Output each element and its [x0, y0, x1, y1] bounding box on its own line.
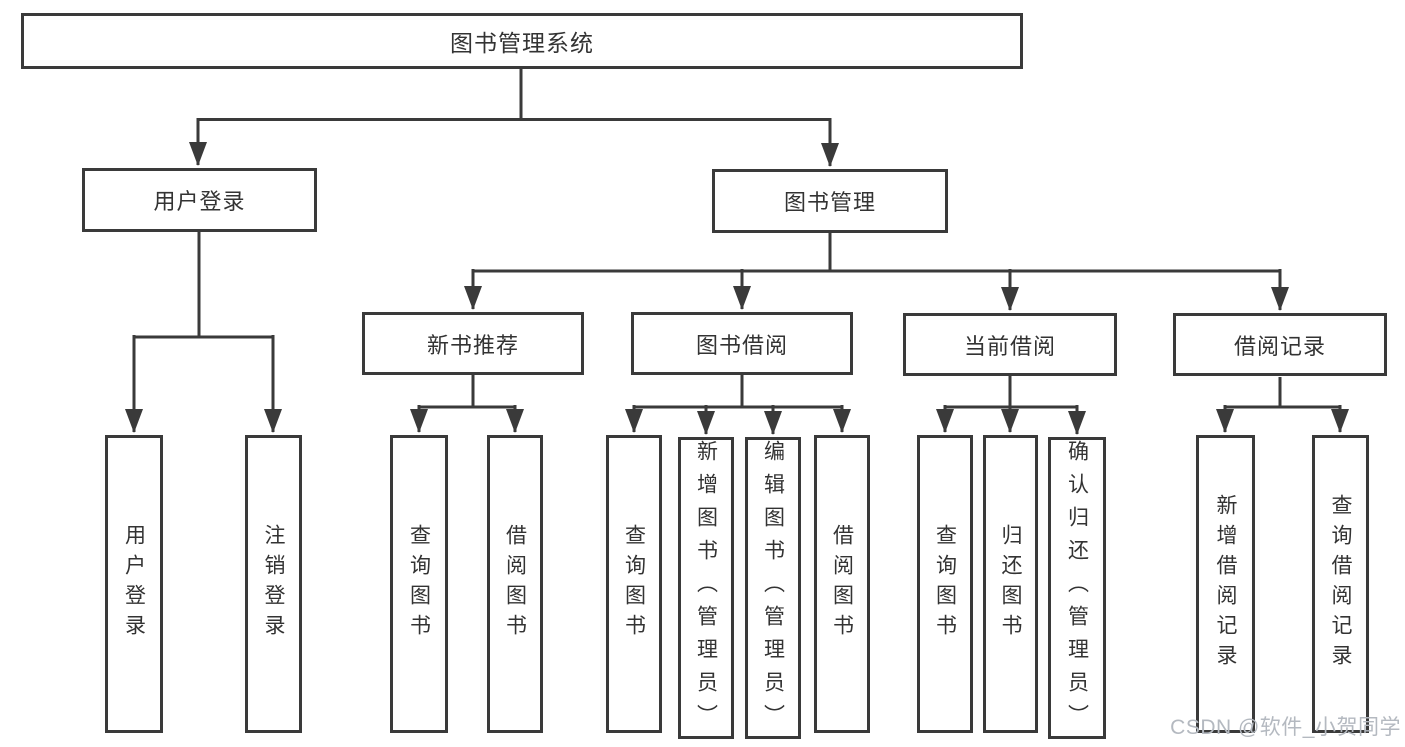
- node-book-management: 图书管理: [712, 169, 948, 233]
- leaf-label: 注销登录: [262, 524, 285, 644]
- node-library-system: 图书管理系统: [21, 13, 1023, 69]
- leaf-return-books: 归还图书: [983, 435, 1038, 733]
- node-label: 用户登录: [153, 189, 246, 214]
- leaf-label: 查询图书: [933, 524, 957, 644]
- leaf-label: 查询图书: [407, 524, 431, 644]
- node-label: 图书管理: [783, 190, 876, 215]
- node-label: 借阅记录: [1233, 333, 1326, 359]
- leaf-borrow-books: 借阅图书: [814, 435, 870, 733]
- leaf-confirm-return-admin: 确认归还（管理员）: [1048, 437, 1106, 739]
- leaf-label: 确认归还（管理员）: [1065, 440, 1089, 737]
- leaf-borrow-books: 借阅图书: [487, 435, 543, 733]
- csdn-watermark: CSDN @软件_小贺同学: [1170, 716, 1401, 739]
- leaf-edit-books-admin: 编辑图书（管理员）: [745, 437, 801, 739]
- leaf-add-books-admin: 新增图书（管理员）: [678, 437, 734, 739]
- leaf-label: 归还图书: [999, 524, 1022, 644]
- leaf-label: 新增图书（管理员）: [694, 440, 718, 737]
- leaf-label: 借阅图书: [830, 524, 854, 644]
- leaf-query-books: 查询图书: [606, 435, 662, 733]
- leaf-logout: 注销登录: [245, 435, 302, 733]
- node-borrow-records: 借阅记录: [1173, 313, 1387, 376]
- leaf-query-books: 查询图书: [917, 435, 973, 733]
- leaf-user-login: 用户登录: [105, 435, 163, 733]
- leaf-label: 编辑图书（管理员）: [761, 440, 785, 737]
- node-label: 新书推荐: [426, 332, 519, 358]
- leaf-query-books: 查询图书: [390, 435, 448, 733]
- node-new-book-recommend: 新书推荐: [362, 312, 584, 375]
- leaf-label: 新增借阅记录: [1214, 494, 1237, 674]
- leaf-query-borrow-record: 查询借阅记录: [1312, 435, 1369, 733]
- node-label: 当前借阅: [963, 333, 1056, 359]
- node-label: 图书借阅: [695, 332, 788, 358]
- node-user-login: 用户登录: [82, 168, 317, 232]
- leaf-label: 查询借阅记录: [1329, 494, 1352, 674]
- node-current-borrowing: 当前借阅: [903, 313, 1117, 376]
- leaf-label: 借阅图书: [503, 524, 527, 644]
- leaf-label: 用户登录: [122, 524, 146, 644]
- node-label: 图书管理系统: [450, 30, 594, 56]
- leaf-label: 查询图书: [622, 524, 646, 644]
- leaf-add-borrow-record: 新增借阅记录: [1196, 435, 1255, 733]
- node-book-borrowing: 图书借阅: [631, 312, 853, 375]
